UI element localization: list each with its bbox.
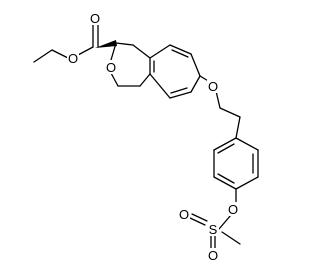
sulfonyl-oxygen-left-label: O [179, 207, 189, 222]
aryl-bond-4 [190, 75, 201, 93]
ethyl-ch3-bond [33, 49, 53, 63]
c4-c4a-bond [132, 44, 151, 59]
sulfonate-oxygen-label: O [228, 202, 238, 217]
aryl-bond-3 [190, 53, 201, 77]
lower-aryl-inner-double-2 [217, 173, 235, 184]
molecule-structure: O O O O O S O O [33, 11, 259, 263]
c3-o-bond [110, 42, 117, 61]
aryl-inner-double-2 [170, 87, 188, 94]
stereo-wedge-bond [95, 40, 117, 48]
carbonyl-oxygen-label: O [90, 11, 100, 26]
o-c1-bond [110, 72, 119, 87]
aryl-bond-1 [149, 44, 171, 59]
s-methyl-bond [221, 231, 241, 245]
ester-o-carbonyl-bond [77, 46, 94, 56]
ring-oxygen-label: O [106, 60, 116, 75]
ethyl-ch2-o-bond [51, 49, 69, 59]
s-o-double-left-a [189, 217, 206, 226]
lower-aryl-bond-1 [235, 137, 259, 151]
aryl-bond-6 [149, 73, 171, 99]
ch2-aryl-bond [235, 116, 241, 139]
lower-aryl-inner-double-3 [217, 143, 235, 154]
s-o-double-left-b [191, 213, 208, 222]
ether-o-ch2-bond [215, 90, 221, 109]
lower-aryl-bond-6 [213, 137, 237, 151]
lower-aryl-bond-3 [235, 176, 259, 190]
c1-c8a-bond [139, 73, 151, 87]
ch2-ch2-bond-a [219, 107, 241, 118]
lower-aryl-bond-4 [213, 176, 237, 190]
ether-oxygen-label: O [208, 79, 218, 94]
c3-c4-bond [115, 42, 134, 46]
aryl-bond-5 [169, 91, 192, 99]
sulfur-label: S [209, 222, 218, 237]
sulfonyl-oxygen-bottom-label: O [208, 248, 218, 263]
structure-diagram: O O O O O S O O [33, 11, 259, 263]
ester-oxygen-label: O [68, 51, 78, 66]
aryl-bond-2 [169, 44, 192, 55]
aryl-inner-double-1 [171, 49, 189, 58]
sulfonate-o-s-bond [218, 214, 232, 230]
